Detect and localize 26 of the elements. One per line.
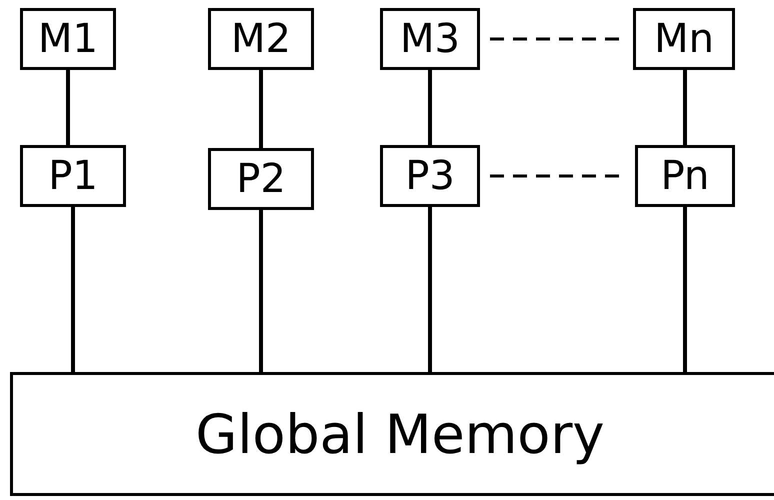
memory-box — [20, 8, 116, 70]
node-label: P1 — [48, 153, 98, 199]
connector-line — [71, 207, 75, 372]
memory-box — [10, 372, 774, 496]
memory-box — [633, 8, 735, 70]
connector-line — [259, 210, 263, 372]
processor-box — [380, 145, 480, 207]
memory-box — [380, 8, 480, 70]
node-label: Pn — [660, 153, 710, 199]
connector-line — [428, 70, 432, 145]
connector-line — [259, 70, 263, 148]
connector-line — [66, 70, 70, 145]
node-label: M1 — [38, 16, 98, 62]
connector-line — [683, 207, 687, 372]
node-label: M2 — [231, 16, 291, 62]
memory-box — [208, 8, 314, 70]
node-label: M3 — [400, 16, 460, 62]
node-label: Mn — [654, 16, 714, 62]
processor-box — [208, 148, 314, 210]
processor-box — [20, 145, 126, 207]
processor-box — [635, 145, 735, 207]
connector-line — [428, 207, 432, 372]
connector-line — [683, 70, 687, 145]
node-label: Global Memory — [195, 402, 605, 466]
node-label: P2 — [236, 156, 286, 202]
node-label: P3 — [405, 153, 455, 199]
